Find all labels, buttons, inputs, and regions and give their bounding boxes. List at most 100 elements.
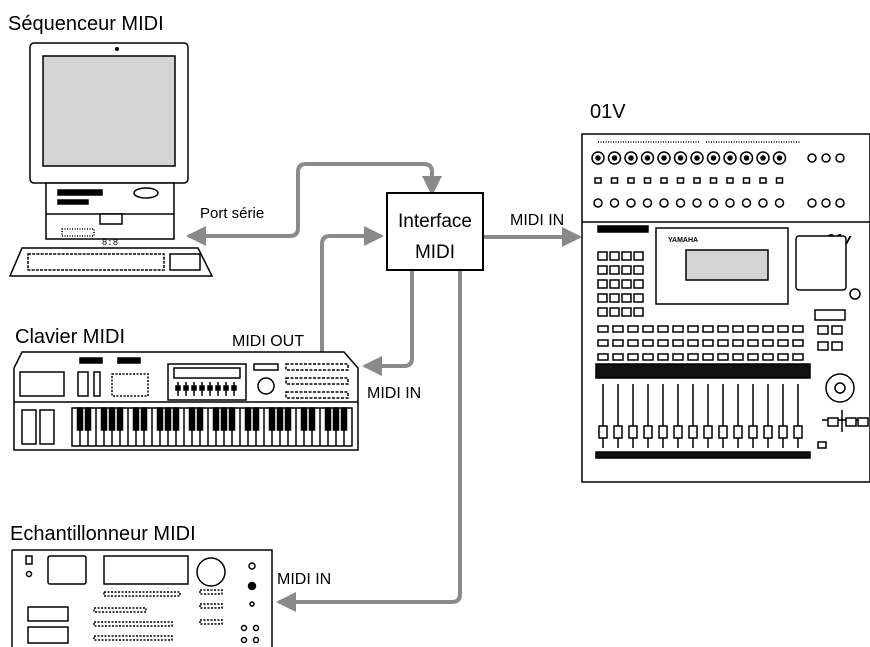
gain-knob <box>743 199 751 207</box>
gain-knob <box>710 199 718 207</box>
black-key <box>166 408 171 430</box>
synth-slider-knob <box>208 386 212 390</box>
trim-switch <box>645 178 651 183</box>
interface-label-line2: MIDI <box>415 242 455 263</box>
trim-switch <box>760 178 766 183</box>
gain-knob <box>726 199 734 207</box>
xlr-jack-pin <box>679 156 683 160</box>
aux-jack <box>822 154 830 162</box>
mixer-button <box>634 252 643 260</box>
fader-knob <box>719 426 727 438</box>
channel-button <box>733 326 743 332</box>
fader-knob <box>704 426 712 438</box>
aux-jack <box>808 154 816 162</box>
synth-slider-knob <box>176 386 180 390</box>
gain-knob <box>759 199 767 207</box>
synth-slider-knob <box>184 386 188 390</box>
channel-button <box>688 326 698 332</box>
mixer-button <box>622 266 631 274</box>
fader-knob <box>689 426 697 438</box>
mixer-button <box>610 266 619 274</box>
black-key <box>142 408 147 430</box>
fader-knob <box>644 426 652 438</box>
xlr-jack-pin <box>629 156 633 160</box>
mixer-button <box>622 252 631 260</box>
aux-jack <box>836 154 844 162</box>
channel-button <box>778 354 788 360</box>
trim-switch <box>628 178 634 183</box>
xlr-jack-pin <box>761 156 765 160</box>
black-key <box>286 408 291 430</box>
channel-button <box>763 326 773 332</box>
black-key <box>198 408 203 430</box>
channel-button <box>598 354 608 360</box>
mixer-button <box>622 308 631 316</box>
fader-knob <box>614 426 622 438</box>
xlr-jack-pin <box>596 156 600 160</box>
mixer-button <box>610 252 619 260</box>
channel-button <box>628 326 638 332</box>
channel-button <box>793 354 803 360</box>
xlr-jack-pin <box>695 156 699 160</box>
channel-button <box>703 354 713 360</box>
function-button <box>818 342 828 350</box>
channel-button <box>643 354 653 360</box>
channel-button <box>793 326 803 332</box>
gain-knob <box>594 199 602 207</box>
channel-button <box>673 340 683 346</box>
xlr-jack-pin <box>728 156 732 160</box>
mixer-button <box>598 308 607 316</box>
fader-knob <box>794 426 802 438</box>
black-key <box>158 408 163 430</box>
cable-keyboard-out-to-interface <box>322 236 380 352</box>
black-key <box>230 408 235 430</box>
mixer-button <box>610 280 619 288</box>
mixer-button <box>598 252 607 260</box>
fader-knob <box>659 426 667 438</box>
mixer-midi-in-label: MIDI IN <box>510 212 564 229</box>
gain-knob <box>776 199 784 207</box>
sampler-midi-in-label: MIDI IN <box>277 571 331 588</box>
mixer-button <box>598 294 607 302</box>
gain-knob <box>693 199 701 207</box>
black-key <box>110 408 115 430</box>
mixer-button <box>610 308 619 316</box>
trim-switch <box>612 178 618 183</box>
trim-switch <box>595 178 601 183</box>
synth-slider-knob <box>232 386 236 390</box>
channel-button <box>748 354 758 360</box>
black-key <box>326 408 331 430</box>
gain-knob <box>644 199 652 207</box>
channel-button <box>763 354 773 360</box>
black-key <box>118 408 123 430</box>
fader-knob <box>629 426 637 438</box>
sampler-illustration <box>12 550 272 647</box>
black-key <box>222 408 227 430</box>
black-key <box>134 408 139 430</box>
xlr-jack-pin <box>778 156 782 160</box>
black-key <box>86 408 91 430</box>
sampler-title: Echantillonneur MIDI <box>10 523 196 545</box>
mixer-button <box>598 280 607 288</box>
channel-button <box>643 326 653 332</box>
channel-button <box>628 354 638 360</box>
synth-slider-knob <box>224 386 228 390</box>
sequencer-title: Séquenceur MIDI <box>8 13 164 35</box>
channel-button <box>778 340 788 346</box>
black-key <box>102 408 107 430</box>
mixer-button <box>634 308 643 316</box>
gain-knob <box>611 199 619 207</box>
gain-knob <box>627 199 635 207</box>
xlr-jack-pin <box>662 156 666 160</box>
yamaha-logo: YAMAHA <box>668 237 698 244</box>
channel-button <box>778 326 788 332</box>
trim-switch <box>661 178 667 183</box>
mixer-button <box>634 266 643 274</box>
channel-button <box>613 326 623 332</box>
channel-button <box>658 326 668 332</box>
fader-knob <box>674 426 682 438</box>
black-key <box>174 408 179 430</box>
computer-illustration: 8:8 <box>10 43 212 276</box>
mixer-button <box>622 280 631 288</box>
